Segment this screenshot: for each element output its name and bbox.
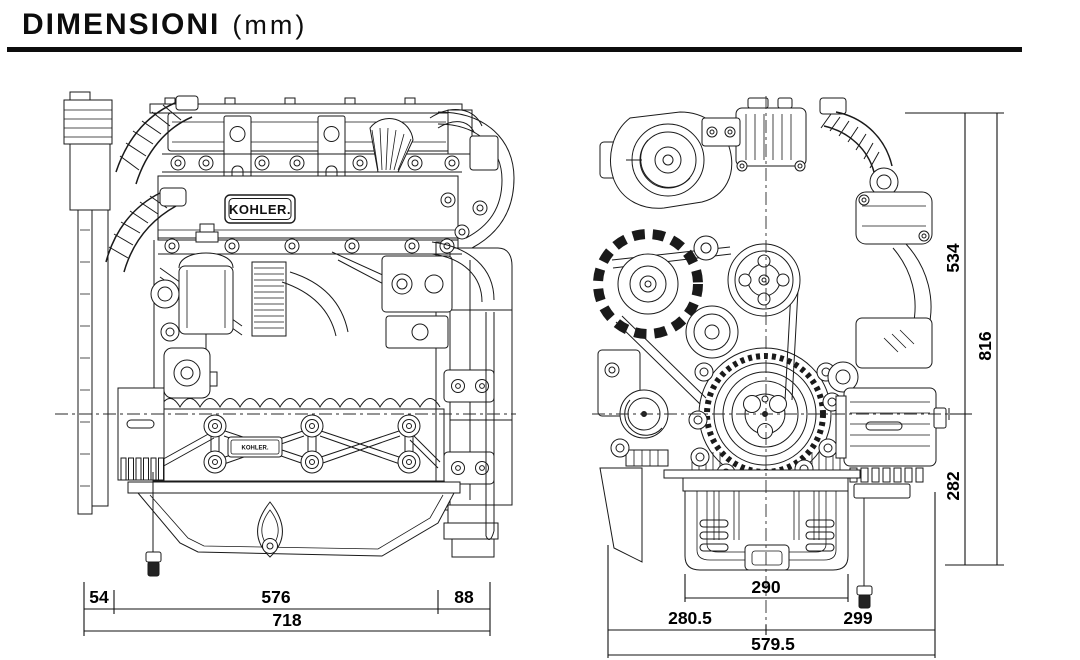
engine-front-view (592, 96, 950, 632)
dim-above-centerline: 534 (943, 243, 963, 272)
front-view-dimensions: 290 280.5 299 579.5 534 282 816 (607, 112, 1004, 658)
crankcase-scallops (156, 398, 444, 410)
ladder-frame: KOHLER. (153, 408, 445, 482)
water-pump-pulley (727, 243, 801, 317)
kohler-logo-text: KOHLER. (229, 202, 291, 217)
dim-below-centerline: 282 (943, 471, 963, 500)
kohler-nameplate-small: KOHLER. (227, 436, 283, 458)
valvetrain-cover (735, 97, 807, 172)
dim-front-overhang: 54 (89, 587, 109, 607)
dim-overall-height: 816 (975, 331, 995, 360)
serpentine-belt (611, 246, 799, 405)
tensioner-pulley (685, 305, 739, 359)
alternator-pulley (593, 229, 703, 339)
dim-right-of-centerline: 299 (843, 608, 872, 628)
exhaust-shield (855, 191, 933, 245)
side-view-dimensions: 54 576 88 718 (83, 582, 491, 636)
page-title: DIMENSIONI (22, 8, 221, 41)
dim-overall-length: 718 (272, 610, 301, 630)
page-header: DIMENSIONI (mm) (22, 8, 307, 42)
idler-pulley-top (693, 235, 719, 261)
corrugated-hoses-front (105, 95, 199, 273)
engine-side-view: KOHLER. (55, 91, 516, 577)
turbocharger (610, 111, 741, 209)
starter-compressor-block (835, 387, 947, 499)
page-title-unit: (mm) (232, 10, 308, 40)
oil-level-sensor-wire (145, 472, 162, 577)
dim-overall-width: 579.5 (751, 634, 795, 654)
header-rule (7, 47, 1022, 52)
dim-rear-overhang: 88 (454, 587, 474, 607)
gearcase-lower-left (117, 387, 165, 481)
idler-pulleys-right (827, 361, 859, 393)
crankshaft-flywheel (688, 347, 842, 483)
oil-pan-side (127, 481, 461, 558)
dim-sump-width: 290 (751, 577, 780, 597)
rear-plates-left (597, 141, 643, 563)
intake-elbow-right (855, 243, 933, 369)
kohler-logo-plate: KOHLER. (224, 194, 296, 224)
flywheel-housing-left (63, 91, 113, 515)
engine-mount-bracket (163, 347, 211, 399)
turbo-hose-rear (369, 109, 499, 240)
head-bolt-row-upper (162, 153, 462, 173)
oil-pan-front (663, 469, 861, 571)
dim-block-length: 576 (261, 587, 290, 607)
injection-pump (331, 251, 453, 349)
egr-cooler (251, 261, 287, 337)
intake-hose-corrugated (819, 97, 899, 197)
kohler-nameplate-text: KOHLER. (242, 446, 269, 452)
coolant-pipes-rear (281, 111, 515, 541)
dim-left-of-centerline: 280.5 (668, 608, 712, 628)
sensor-wire-right (856, 498, 873, 609)
